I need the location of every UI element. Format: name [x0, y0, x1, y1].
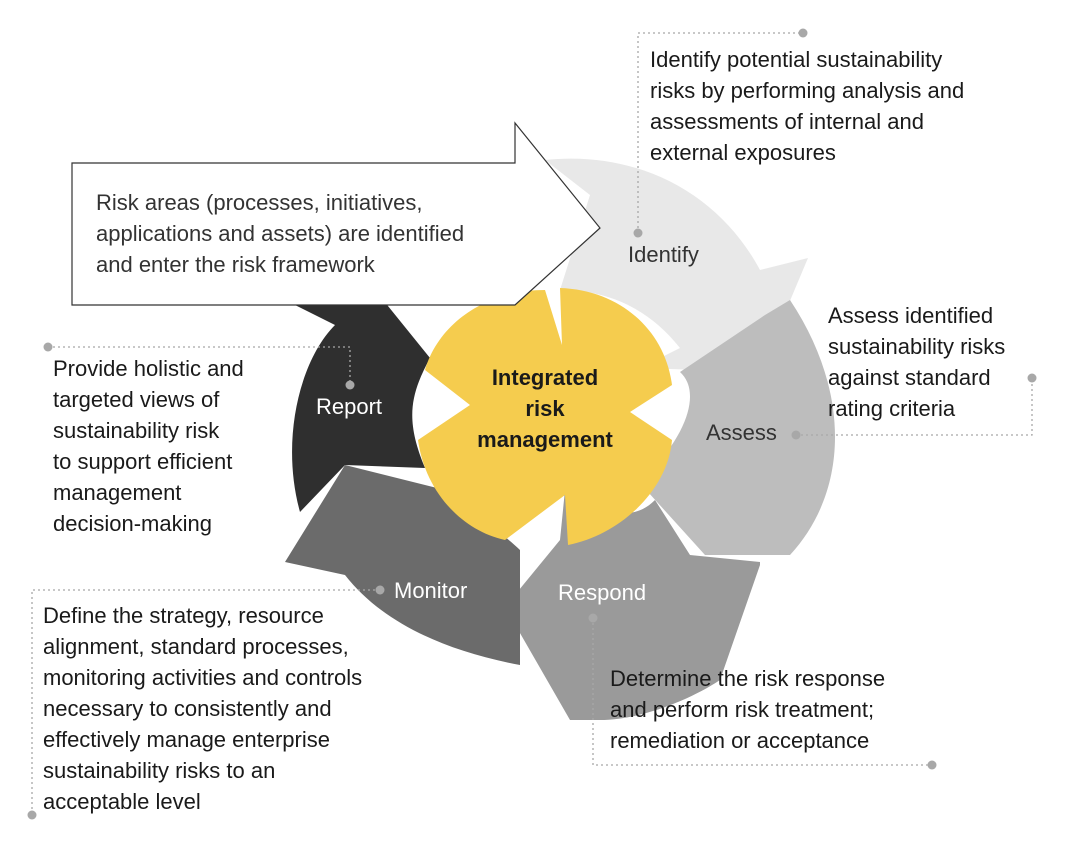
dot-respond-end	[927, 760, 937, 770]
connector-respond	[592, 618, 932, 766]
description-line: effectively manage enterprise	[43, 727, 330, 752]
description-line: Define the strategy, resource	[43, 603, 324, 628]
description-line: and perform risk treatment;	[610, 697, 875, 722]
report-description: Provide holistic and targeted views of s…	[53, 353, 244, 539]
description-line: decision-making	[53, 511, 212, 536]
description-line: against standard	[828, 365, 991, 390]
dot-assess-end	[1027, 373, 1037, 383]
description-line: remediation or acceptance	[610, 728, 870, 753]
stage-label-assess: Assess	[706, 420, 777, 445]
connector-dots	[27, 28, 1037, 820]
description-line: necessary to consistently and	[43, 696, 332, 721]
respond-description: Determine the risk response and perform …	[610, 663, 885, 756]
center-gear	[418, 288, 672, 545]
description-line: Determine the risk response	[610, 666, 886, 691]
center-title-line: risk	[525, 396, 565, 421]
description-line: external exposures	[650, 140, 836, 165]
description-line: acceptable level	[43, 789, 201, 814]
dot-report-end	[43, 342, 53, 352]
description-line: rating criteria	[828, 396, 956, 421]
description-line: and enter the risk framework	[96, 252, 375, 277]
description-line: management	[53, 480, 182, 505]
stage-label-respond: Respond	[558, 580, 647, 605]
dot-respond-start	[588, 613, 598, 623]
segment-respond	[505, 490, 760, 720]
description-line: assessments of internal and	[650, 109, 924, 134]
segment-report	[265, 290, 430, 512]
description-line: Assess identified	[828, 303, 994, 328]
identify-description: Identify potential sustainability risks …	[650, 44, 964, 168]
description-line: to support efficient	[53, 449, 233, 474]
description-line: alignment, standard processes,	[43, 634, 349, 659]
connector-assess	[796, 378, 1033, 436]
description-line: sustainability risks to an	[43, 758, 276, 783]
assess-description: Assess identified sustainability risks a…	[828, 300, 1005, 424]
description-line: monitoring activities and controls	[43, 665, 363, 690]
center-title-line: management	[477, 427, 613, 452]
monitor-description: Define the strategy, resource alignment,…	[43, 600, 362, 817]
description-line: Risk areas (processes, initiatives,	[96, 190, 423, 215]
connectors	[31, 32, 1033, 815]
description-line: Provide holistic and	[53, 356, 244, 381]
dot-identify-start	[633, 228, 643, 238]
dot-monitor-start	[375, 585, 385, 595]
description-line: targeted views of	[53, 387, 220, 412]
description-line: Identify potential sustainability	[650, 47, 943, 72]
dot-assess-start	[791, 430, 801, 440]
dot-monitor-end	[27, 810, 37, 820]
connector-report	[48, 346, 351, 385]
center-title-line: Integrated	[491, 365, 599, 390]
description-line: sustainability risk	[53, 418, 220, 443]
stage-label-report: Report	[316, 394, 383, 419]
segment-assess	[648, 300, 835, 555]
stage-label-monitor: Monitor	[394, 578, 468, 603]
connector-monitor	[31, 589, 380, 815]
dot-identify-end	[798, 28, 808, 38]
connector-identify	[637, 32, 803, 233]
center-title: Integrated risk management	[460, 362, 630, 455]
segment-identify	[545, 158, 808, 372]
entry-arrow	[71, 121, 601, 306]
stage-label-identify: Identify	[628, 242, 699, 267]
description-line: risks by performing analysis and	[650, 78, 965, 103]
dot-report-start	[345, 380, 355, 390]
description-line: sustainability risks	[828, 334, 1006, 359]
description-line: applications and assets) are identified	[96, 221, 465, 246]
entry-description: Risk areas (processes, initiatives, appl…	[96, 187, 464, 280]
